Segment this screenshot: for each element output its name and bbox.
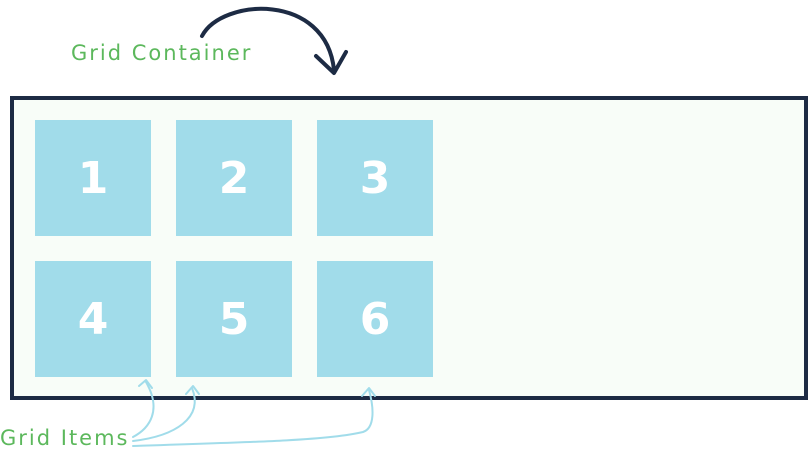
grid-item-5: 5: [176, 261, 292, 377]
grid-container-label: Grid Container: [71, 41, 253, 65]
grid-item-4: 4: [35, 261, 151, 377]
grid-item-6: 6: [317, 261, 433, 377]
grid-items-label: Grid Items: [0, 426, 130, 450]
grid-item-1: 1: [35, 120, 151, 236]
grid-container: 1 2 3 4 5 6: [10, 96, 808, 400]
grid-item-2: 2: [176, 120, 292, 236]
grid-item-3: 3: [317, 120, 433, 236]
